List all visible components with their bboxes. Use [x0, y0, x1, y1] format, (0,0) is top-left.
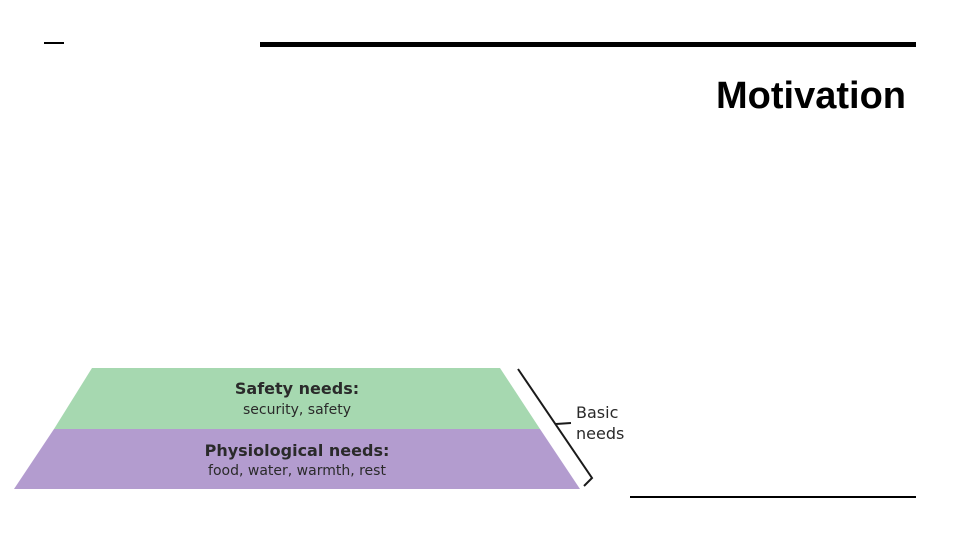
physiological-tier-description: food, water, warmth, rest [208, 463, 386, 479]
bracket-label-line1: Basic [576, 403, 618, 422]
basic-needs-bracket [517, 368, 594, 487]
safety-tier-title: Safety needs: [235, 379, 359, 398]
bottom-right-rule [630, 496, 916, 498]
physiological-tier [14, 429, 580, 489]
bracket-label-line2: needs [576, 424, 624, 443]
safety-tier-description: security, safety [243, 402, 351, 418]
title-top-rule [260, 42, 916, 47]
title-accent-rule [44, 42, 64, 44]
safety-tier [54, 368, 540, 429]
slide-title: Motivation [716, 75, 906, 117]
physiological-tier-title: Physiological needs: [205, 441, 390, 460]
